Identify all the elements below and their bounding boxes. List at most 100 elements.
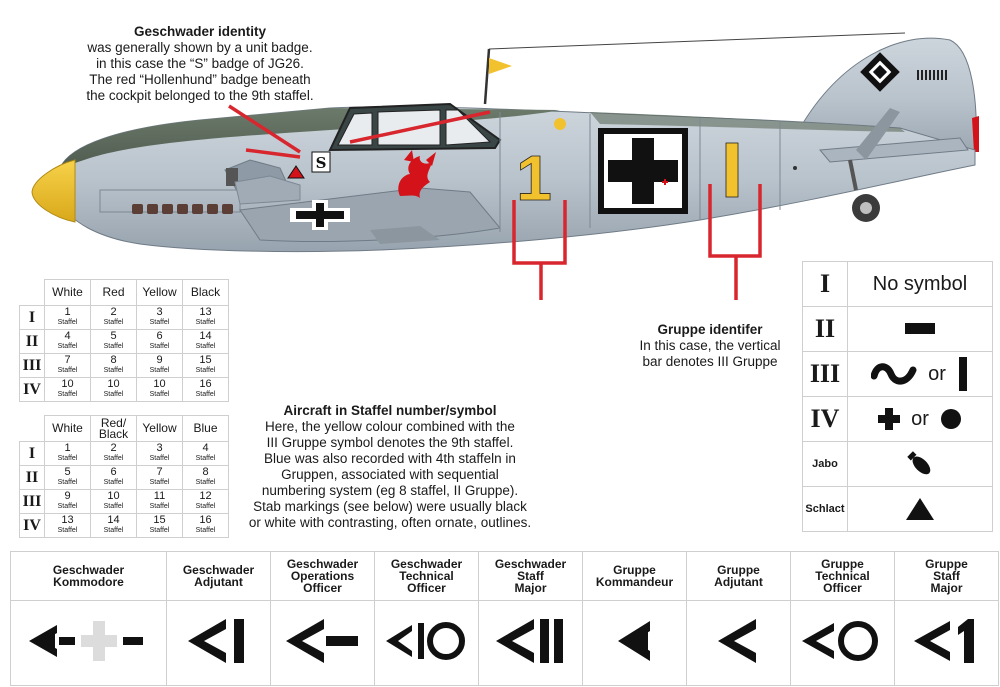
kommodore-chevron-icon: [28, 620, 143, 661]
geschwader-identity-callout: Geschwader identity was generally shown …: [40, 24, 360, 104]
gruppe-staff-major-chevron-one-icon: [913, 618, 974, 663]
kommandeur-double-chevron-icon: [617, 620, 650, 661]
staff-major-chevron-double-bar-icon: [495, 618, 563, 663]
hollenhund-badge: [398, 150, 436, 198]
adjutant-chevron-bar-icon: [187, 618, 244, 663]
messerschmitt-profile-illustration: S 1: [31, 32, 979, 300]
callout-heading: Aircraft in Staffel number/symbol: [283, 403, 497, 418]
row-group-label: I: [802, 261, 848, 307]
or-text: or: [911, 407, 929, 430]
callout-heading: Geschwader identity: [133, 24, 267, 39]
bar-icon: [905, 323, 935, 335]
row-group-label: Schlact: [802, 486, 848, 532]
table-row: II: [802, 306, 993, 352]
pennant-icon: [489, 58, 512, 74]
triangle-marker: [287, 165, 305, 179]
column-header: Blue: [182, 415, 229, 442]
upper-camouflage: [60, 108, 560, 168]
table-row: III or: [802, 351, 993, 397]
callout-line: numbering system (eg 8 staffel, II Grupp…: [261, 483, 519, 498]
callout-line: Here, the yellow colour combined with th…: [265, 419, 515, 434]
row-group-label: II: [19, 465, 45, 490]
row-group-label: III: [19, 489, 45, 514]
gruppe-identifier-callout: Gruppe identifer In this case, the verti…: [620, 322, 800, 370]
fuselage-number: 1: [516, 142, 552, 214]
column-header: White: [44, 415, 91, 442]
fuselage-balkenkreuz: [598, 128, 688, 214]
column-header: Black: [182, 279, 229, 306]
row-group-label: IV: [19, 513, 45, 538]
antenna-wire: [488, 32, 906, 50]
column-header: Yellow: [136, 279, 183, 306]
row-group-label: IV: [19, 377, 45, 402]
callout-line: the cockpit belonged to the 9th staffel.: [86, 88, 314, 103]
row-group-label: II: [802, 306, 848, 352]
column-header: Red/Black: [90, 415, 137, 442]
callout-line: in this case the “S” badge of JG26.: [96, 56, 304, 71]
row-group-label: I: [19, 441, 45, 466]
triangle-icon: [906, 498, 934, 520]
row-group-label: II: [19, 329, 45, 354]
or-text: or: [928, 362, 946, 385]
gruppe-technical-chevron-ring-icon: [801, 620, 878, 661]
table-row: Jabo: [802, 441, 993, 487]
callout-line: In this case, the vertical: [639, 338, 781, 353]
wave-icon: [870, 363, 917, 385]
dot-icon: [941, 409, 962, 430]
tailplane: [819, 137, 969, 163]
callout-line: III Gruppe symbol denotes the 9th staffe…: [266, 435, 514, 450]
table-row: IV or: [802, 396, 993, 442]
badge-letter: S: [316, 154, 327, 172]
operations-chevron-dash-icon: [285, 618, 358, 663]
callout-line: Gruppen, associated with sequential: [281, 467, 499, 482]
row-group-label: III: [19, 353, 45, 378]
gruppe-adjutant-chevron-icon: [717, 618, 756, 663]
callout-line: Blue was also recorded with 4th staffeln…: [264, 451, 516, 466]
bomb-icon: [907, 451, 931, 475]
callout-lines: [228, 104, 762, 300]
column-header: Yellow: [136, 415, 183, 442]
gruppe-symbol-table: I No symbol II III or IV or Jabo Schlact: [802, 261, 993, 532]
row-group-label: III: [802, 351, 848, 397]
table-row: I No symbol: [802, 261, 993, 307]
row-group-label: IV: [802, 396, 848, 442]
callout-line: was generally shown by a unit badge.: [87, 40, 313, 55]
row-group-label: Jabo: [802, 441, 848, 487]
exhaust-stubs: [132, 204, 233, 214]
technical-chevron-bar-ring-icon: [385, 621, 465, 660]
column-header: White: [44, 279, 91, 306]
callout-line: The red “Hollenhund” badge beneath: [89, 72, 311, 87]
vertical-bar-icon: [959, 357, 968, 391]
staffel-number-callout: Aircraft in Staffel number/symbol Here, …: [230, 403, 550, 531]
spinner: [31, 159, 76, 223]
no-symbol-text: No symbol: [847, 261, 993, 307]
row-group-label: I: [19, 305, 45, 330]
table-row: Schlact: [802, 486, 993, 532]
column-header: Red: [90, 279, 137, 306]
jg26-s-badge: S: [311, 151, 331, 173]
callout-line: or white with contrasting, often ornate,…: [248, 515, 532, 530]
cross-icon: [877, 408, 900, 431]
gruppe-vertical-bar: [725, 142, 739, 198]
callout-line: Stab markings (see below) were usually b…: [253, 499, 527, 514]
wing-cross-marking: [290, 200, 350, 230]
